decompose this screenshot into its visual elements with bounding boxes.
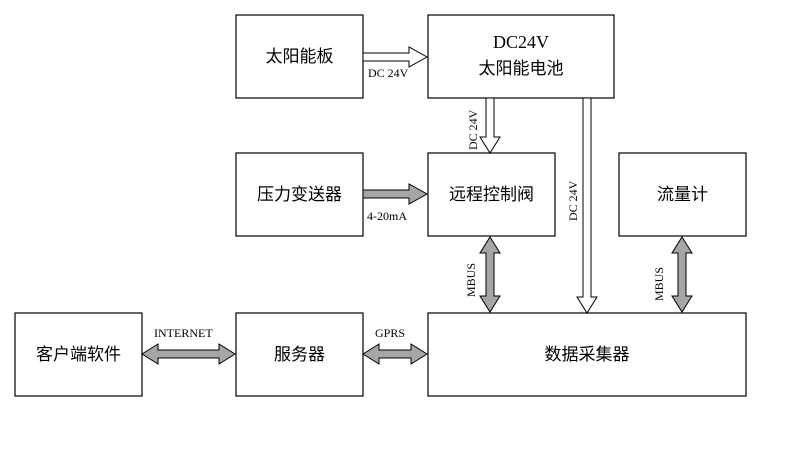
edge-label-client-server: INTERNET [154, 326, 213, 340]
arrow-battery-to-valve [479, 97, 501, 154]
arrow-solar-to-battery [362, 46, 429, 68]
data-collector-node: 数据采集器 [427, 312, 747, 397]
arrow-pressure-to-valve [362, 183, 429, 205]
remote-valve-node: 远程控制阀 [427, 152, 556, 237]
arrow-battery-to-collector [576, 97, 598, 314]
arrow-client-server [141, 343, 236, 365]
client-software-node: 客户端软件 [14, 312, 143, 397]
pressure-transmitter-label: 压力变送器 [257, 185, 342, 205]
client-software-label: 客户端软件 [36, 345, 121, 365]
data-collector-label: 数据采集器 [545, 345, 630, 365]
arrow-flow-collector [671, 236, 693, 313]
edge-label-valve-collector: MBUS [464, 263, 478, 297]
edge-label-solar-battery: DC 24V [368, 66, 409, 80]
edge-label-battery-valve: DC 24V [466, 109, 480, 150]
battery-title: DC24V [493, 32, 549, 52]
remote-valve-label: 远程控制阀 [449, 185, 534, 205]
arrow-server-collector [362, 343, 428, 365]
flow-meter-node: 流量计 [618, 152, 747, 237]
edge-label-server-collector: GPRS [375, 326, 405, 340]
server-label: 服务器 [274, 345, 325, 365]
flow-meter-label: 流量计 [657, 185, 708, 205]
edge-label-battery-collector: DC 24V [566, 180, 580, 221]
battery-node: DC24V 太阳能电池 [427, 14, 615, 99]
server-node: 服务器 [235, 312, 364, 397]
solar-panel-label: 太阳能板 [266, 47, 334, 67]
battery-subtitle: 太阳能电池 [479, 59, 564, 79]
edge-label-pressure-valve: 4-20mA [367, 209, 407, 223]
arrow-valve-collector [479, 236, 501, 313]
solar-panel-node: 太阳能板 [235, 14, 364, 99]
pressure-transmitter-node: 压力变送器 [235, 152, 364, 237]
edge-label-flow-collector: MBUS [652, 267, 666, 301]
